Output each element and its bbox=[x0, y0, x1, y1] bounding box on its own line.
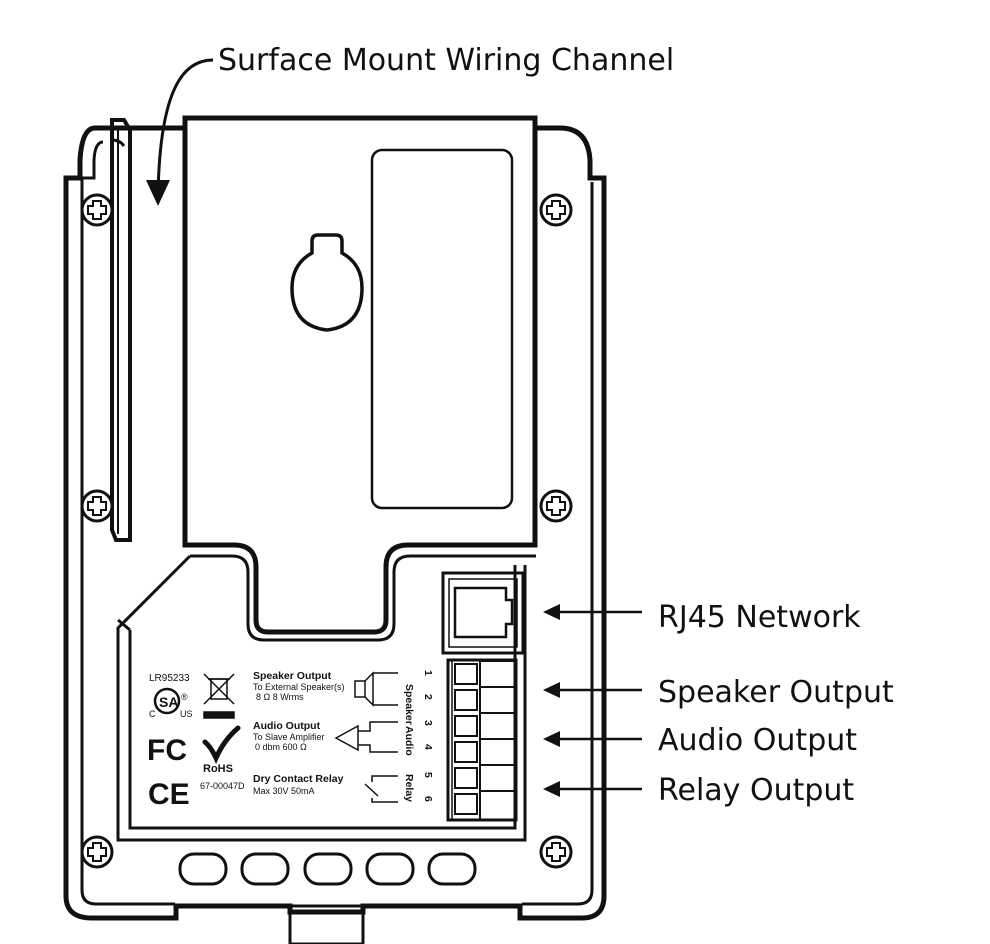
mounting-plate bbox=[182, 115, 538, 642]
arrow-head bbox=[543, 604, 560, 620]
csa-logo-text: SA bbox=[159, 694, 178, 710]
relay-title: Dry Contact Relay bbox=[253, 773, 344, 785]
audio-output-rating: 0 dbm 600 Ω bbox=[255, 742, 307, 752]
screw-icon bbox=[80, 835, 114, 869]
csa-us: US bbox=[180, 709, 193, 719]
bottom-button bbox=[427, 852, 477, 886]
curved-arrow-icon bbox=[156, 58, 214, 196]
bottom-button bbox=[178, 852, 228, 886]
arrow-head bbox=[543, 682, 560, 698]
screw-icon bbox=[539, 193, 573, 227]
bottom-buttons bbox=[178, 852, 477, 886]
arrow-head bbox=[543, 781, 560, 797]
terminal-screw-slot bbox=[454, 793, 478, 815]
rj45-label: RJ45 Network bbox=[658, 600, 861, 635]
screws bbox=[80, 193, 573, 869]
terminal-screw-slot bbox=[454, 689, 478, 711]
terminal-screw-slot bbox=[454, 663, 478, 685]
rj45-jack-icon bbox=[441, 571, 525, 655]
speaker-output-title: Speaker Output bbox=[253, 670, 332, 682]
curved-arrow-head bbox=[146, 180, 170, 206]
terminal-screw-slot bbox=[454, 767, 478, 789]
screw-icon bbox=[80, 489, 114, 523]
part-number: 67-00047D bbox=[200, 781, 245, 791]
label-plate: LR95233 SA C US ® FC RoHS CE 67-00047D S… bbox=[147, 670, 434, 811]
label-window bbox=[370, 148, 514, 510]
pin-number: 5 bbox=[422, 772, 434, 778]
device-housing bbox=[63, 115, 607, 944]
terminal-name-speaker: Speaker bbox=[403, 684, 415, 725]
speaker-output-spec: To External Speaker(s) bbox=[253, 682, 345, 692]
bottom-button bbox=[240, 852, 290, 886]
wiring-channel-label: Surface Mount Wiring Channel bbox=[218, 43, 674, 78]
bottom-button bbox=[303, 852, 353, 886]
speaker-output-label: Speaker Output bbox=[658, 675, 894, 710]
screw-icon bbox=[80, 193, 114, 227]
screw-icon bbox=[539, 489, 573, 523]
arrow-head bbox=[543, 731, 560, 747]
audio-output-label: Audio Output bbox=[658, 723, 857, 758]
audio-output-title: Audio Output bbox=[253, 720, 321, 732]
ce-logo: CE bbox=[148, 778, 190, 811]
pin-number: 3 bbox=[422, 720, 434, 726]
right-callouts: RJ45 Network Speaker Output Audio Output… bbox=[543, 600, 894, 808]
terminal-name-relay: Relay bbox=[403, 774, 415, 802]
wiring-channel bbox=[110, 118, 132, 542]
fcc-logo: FC bbox=[147, 734, 187, 767]
terminal-name-audio: Audio bbox=[403, 726, 415, 756]
relay-output-label: Relay Output bbox=[658, 773, 854, 808]
screw-icon bbox=[539, 835, 573, 869]
terminal-screw-slot bbox=[454, 741, 478, 763]
csa-c: C bbox=[149, 709, 156, 719]
pin-number: 1 bbox=[422, 670, 434, 676]
relay-rating: Max 30V 50mA bbox=[253, 786, 315, 796]
relay-switch-icon bbox=[364, 775, 398, 803]
terminal-screw-slot bbox=[454, 715, 478, 737]
pin-number: 2 bbox=[422, 694, 434, 700]
pin-number: 4 bbox=[422, 744, 434, 750]
amplifier-symbol-icon bbox=[334, 721, 398, 753]
weee-bin-icon bbox=[203, 673, 235, 719]
check-icon bbox=[202, 725, 241, 765]
bottom-button bbox=[365, 852, 415, 886]
csa-logo: SA C US ® bbox=[149, 687, 193, 719]
speaker-output-rating: 8 Ω 8 Wrms bbox=[256, 692, 304, 702]
speaker-symbol-icon bbox=[354, 671, 398, 707]
audio-output-spec: To Slave Amplifier bbox=[253, 732, 325, 742]
rohs-label: RoHS bbox=[203, 763, 233, 775]
keyhole-icon bbox=[290, 233, 364, 332]
model-number: LR95233 bbox=[149, 673, 190, 684]
pin-number: 6 bbox=[422, 796, 434, 802]
csa-reg: ® bbox=[181, 692, 188, 702]
